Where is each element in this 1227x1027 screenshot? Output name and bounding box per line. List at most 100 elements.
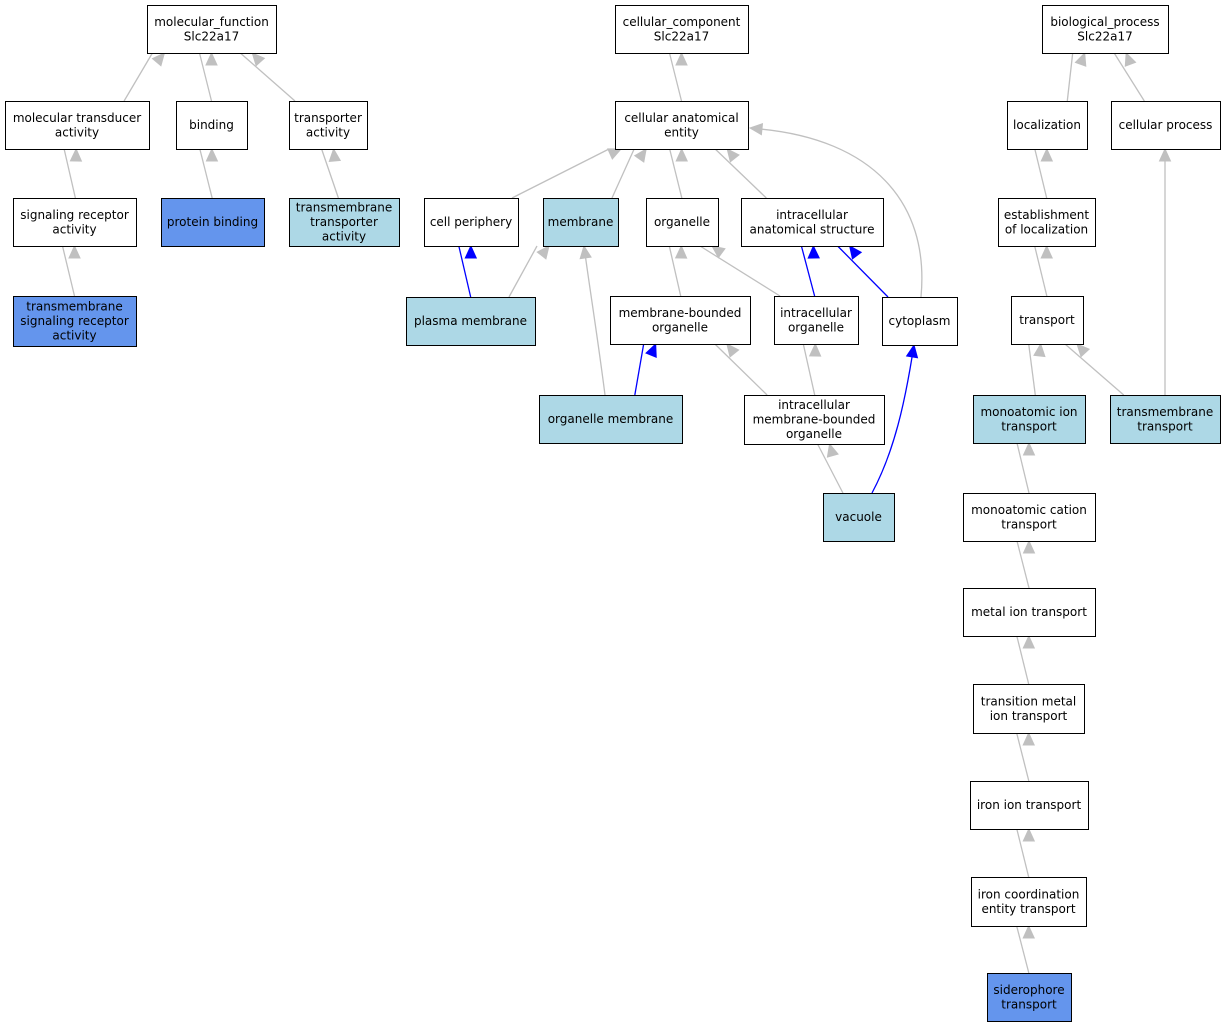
node-box (970, 781, 1089, 830)
edge-arrowhead (1022, 539, 1036, 554)
node-label: transport (1001, 419, 1057, 433)
node-label: cell periphery (430, 215, 512, 229)
node-label: localization (1013, 118, 1081, 132)
edge-layer (61, 51, 1172, 974)
edge-localization-to-bp-root (1066, 51, 1087, 102)
edge-arrowhead (536, 245, 550, 260)
node-label: membrane-bounded (619, 306, 742, 320)
node-protein-binding: protein binding (161, 198, 265, 247)
node-label: activity (322, 230, 366, 244)
node-label: transmembrane (26, 300, 123, 314)
node-membrane: membrane (543, 198, 619, 247)
edge-line (1016, 540, 1030, 589)
edge-arrowhead (1022, 441, 1036, 456)
edge-line (668, 245, 682, 297)
edge-intracell-organelle-to-intracell-anat-struct (800, 244, 820, 297)
edge-arrowhead (905, 343, 919, 359)
edge-line (123, 52, 153, 102)
node-label: entity transport (981, 902, 1075, 916)
node-label: metal ion transport (971, 605, 1087, 619)
edge-organelle-membrane-to-mb-organelle (634, 342, 657, 396)
edge-vacuole-to-cytoplasm (871, 343, 919, 494)
node-box (5, 101, 150, 150)
edge-arrowhead (807, 244, 820, 259)
node-label: transition metal (981, 694, 1076, 708)
edge-arrowhead (1076, 343, 1091, 358)
node-cellular-process: cellular process (1111, 101, 1221, 150)
edge-arrowhead (633, 148, 647, 163)
node-binding: binding (176, 101, 248, 150)
node-box (176, 101, 248, 150)
edge-arrowhead (1033, 342, 1046, 358)
node-label: plasma membrane (414, 314, 527, 328)
node-label: of localization (1005, 222, 1088, 236)
edge-cellular-process-to-bp-root (1113, 51, 1145, 102)
node-label: transport (1137, 419, 1193, 433)
node-box (744, 395, 885, 445)
edge-line (511, 148, 610, 199)
edge-arrowhead (1124, 51, 1137, 67)
edge-tm-transport-to-cellular-process (1158, 147, 1172, 395)
node-box (615, 101, 749, 150)
node-box (987, 973, 1072, 1022)
node-box (289, 198, 400, 247)
node-organelle-membrane: organelle membrane (539, 395, 683, 444)
node-box (971, 877, 1087, 927)
node-label: activity (52, 329, 96, 343)
node-label: cellular anatomical (624, 111, 738, 125)
edge-organelle-to-cell-anat-entity (669, 147, 688, 199)
edge-line (669, 148, 683, 199)
edge-tm-signaling-receptor-to-signaling-receptor (61, 244, 81, 297)
edge-line (1016, 925, 1030, 974)
node-label: Slc22a17 (654, 29, 709, 43)
node-box (1110, 395, 1221, 444)
edge-line (1064, 343, 1125, 396)
node-label: intracellular (778, 398, 850, 412)
edge-est-localization-to-localization (1034, 147, 1054, 199)
edge-arrowhead (675, 147, 688, 162)
node-label: cellular_component (623, 15, 741, 29)
edge-arrowhead (711, 245, 726, 259)
edge-line (199, 148, 213, 199)
node-label: monoatomic cation (971, 503, 1087, 517)
node-box (882, 297, 958, 346)
edge-monoatomic-ion-transport-to-transport (1028, 342, 1046, 396)
node-label: entity (664, 125, 699, 139)
node-label: transport (1001, 517, 1057, 531)
node-label: protein binding (167, 215, 258, 229)
node-label: organelle (652, 320, 708, 334)
node-metal-ion-transport: metal ion transport (963, 588, 1096, 637)
node-label: molecular transducer (13, 111, 141, 125)
edge-transition-metal-ion-transport-to-metal-ion-transport (1016, 634, 1036, 685)
node-label: iron coordination (978, 887, 1080, 901)
edge-mol-transducer-to-mf-root (123, 52, 166, 102)
edge-line (837, 245, 889, 298)
node-label: membrane (548, 215, 614, 229)
node-label: activity (52, 222, 96, 236)
edge-line (611, 148, 635, 199)
node-label: transmembrane (1117, 405, 1214, 419)
edge-arrowhead (69, 147, 83, 162)
node-box (147, 5, 277, 54)
edge-arrowhead (205, 51, 218, 66)
edge-iron-ion-transport-to-transition-metal-ion-transport (1016, 731, 1035, 782)
edge-line (699, 245, 781, 297)
edge-line (1034, 245, 1048, 297)
node-box (610, 296, 751, 345)
edge-cell-anat-entity-to-cc-root (668, 51, 688, 102)
edge-binding-to-mf-root (198, 51, 218, 102)
node-cell-periphery: cell periphery (424, 198, 519, 247)
node-label: siderophore (993, 983, 1064, 997)
node-label: anatomical structure (750, 222, 875, 236)
